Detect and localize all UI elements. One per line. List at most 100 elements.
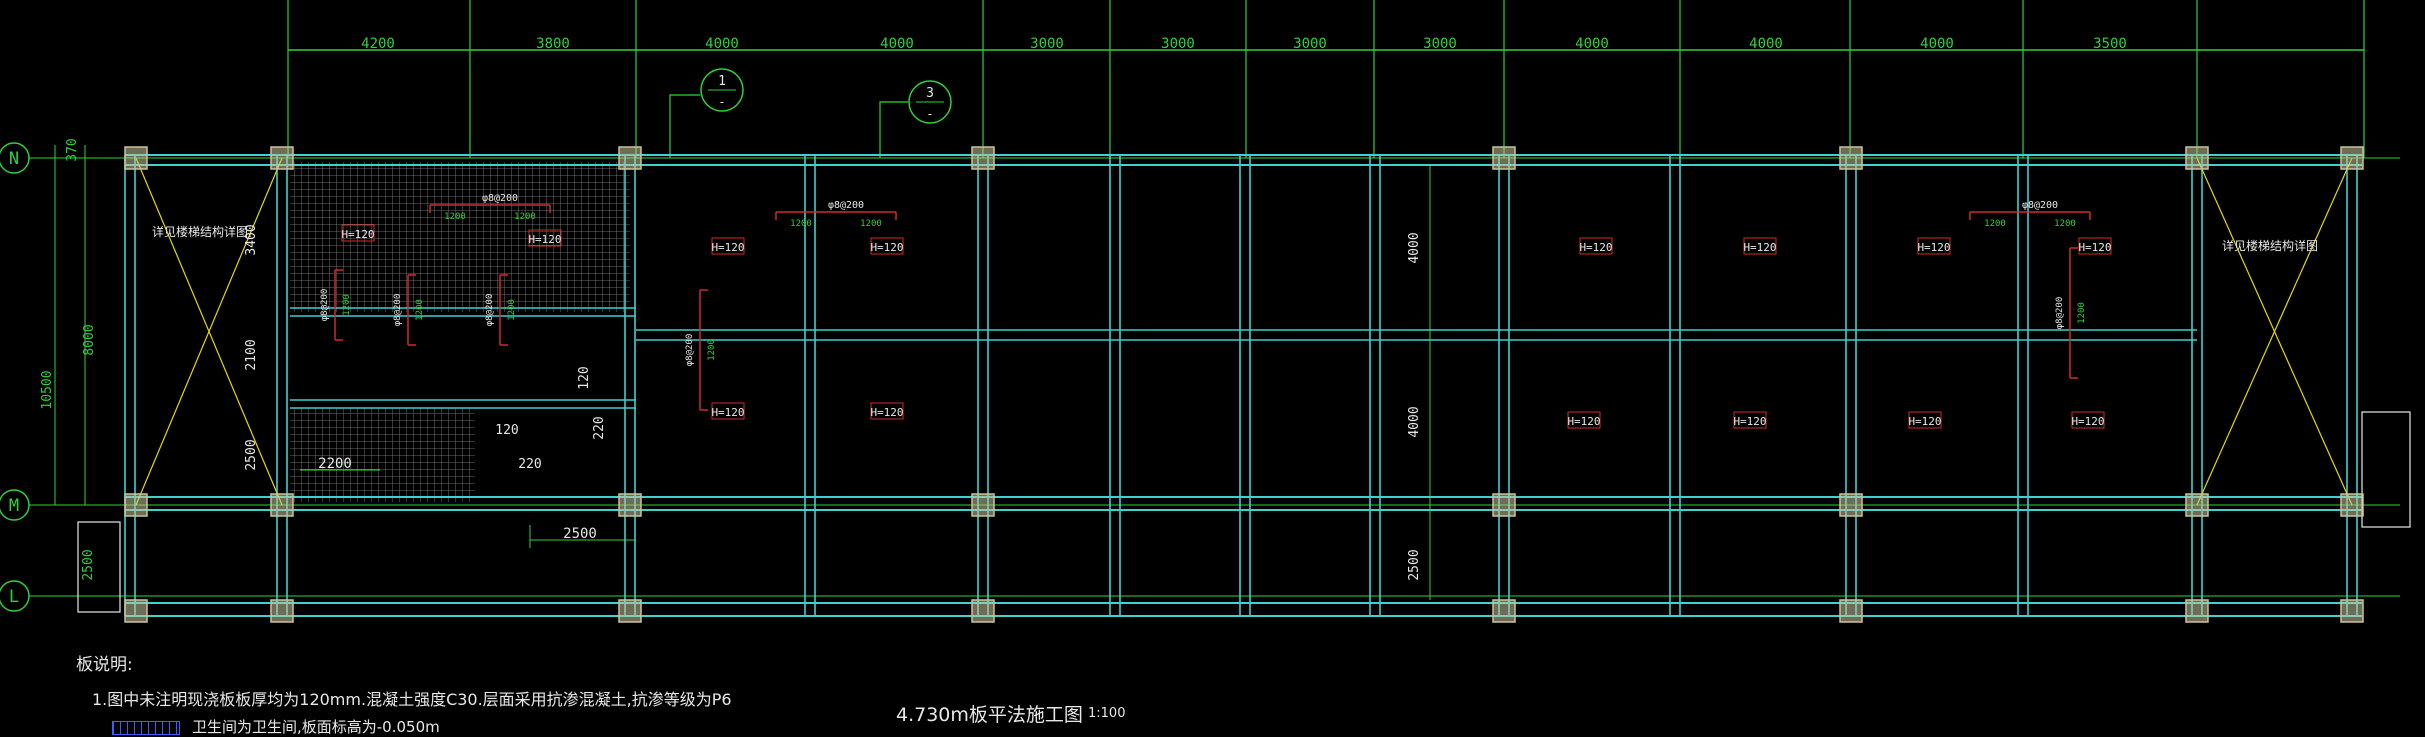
dim-top-4200: 4200 <box>361 36 395 52</box>
callout-number-3: 3 <box>926 86 934 101</box>
columns <box>124 146 2364 623</box>
rebar-vertical-length: 1200 <box>415 299 425 321</box>
column <box>124 146 148 170</box>
dim-stair-120: 120 <box>577 366 592 389</box>
notes-line-1: 1.图中未注明现浇板板厚均为120mm.混凝土强度C30.层面采用抗渗混凝土,抗… <box>92 690 732 709</box>
rebar-vertical-text: φ8@200 <box>393 294 403 327</box>
axis-bubble <box>0 489 30 521</box>
column <box>618 493 642 517</box>
column <box>1839 146 1863 170</box>
column <box>971 493 995 517</box>
dim-stair-120b: 120 <box>495 423 518 438</box>
notes-line-2-text: 卫生间为卫生间,板面标高为-0.050m <box>192 718 440 736</box>
callout-number-1: 1 <box>718 74 726 89</box>
rebar-vertical-text: φ8@200 <box>485 294 495 327</box>
axis-label-M: M <box>9 496 19 516</box>
slab-label-box <box>1579 237 1613 255</box>
slab-label-h120: H=120 <box>341 228 374 241</box>
slab-label-box <box>1567 411 1601 429</box>
rebar-vertical-length: 1200 <box>507 299 517 321</box>
column <box>2340 146 2364 170</box>
axis-label-L: L <box>9 587 19 607</box>
rebar-length: 1200 <box>1984 219 2006 229</box>
rebar-vertical-text: φ8@200 <box>320 289 330 322</box>
rebar-vertical-length: 1200 <box>342 294 352 316</box>
axis-label-N: N <box>9 149 19 169</box>
dim-inner-2500: 2500 <box>244 439 259 470</box>
drawing-title: 4.730m板平法施工图 <box>896 704 1083 726</box>
callout-sub: - <box>718 95 725 109</box>
slab-label-box <box>711 237 745 255</box>
slab-label-h120: H=120 <box>711 241 744 254</box>
column <box>2185 599 2209 623</box>
dim-stair-220b: 220 <box>518 457 541 472</box>
dim-top-4000: 4000 <box>705 36 739 52</box>
slab-label-box <box>1917 237 1951 255</box>
stair-cross-lines <box>135 157 2353 506</box>
column <box>2340 493 2364 517</box>
rebar-text: φ8@200 <box>828 200 864 211</box>
dim-top-3000: 3000 <box>1423 36 1457 52</box>
column <box>1492 599 1516 623</box>
dim-right-2500: 2500 <box>1407 549 1422 580</box>
left-outline <box>77 521 121 613</box>
right-outline <box>2361 411 2411 528</box>
rebar-length: 1200 <box>860 219 882 229</box>
beam-grid <box>77 154 2411 617</box>
slab-label-h120: H=120 <box>2078 241 2111 254</box>
rebar-vertical-length: 1200 <box>2077 302 2087 324</box>
dim-top-3800: 3800 <box>536 36 570 52</box>
column <box>971 146 995 170</box>
column <box>1492 146 1516 170</box>
dim-right-4000b: 4000 <box>1407 406 1422 437</box>
notes-line-2: 卫生间为卫生间,板面标高为-0.050m <box>112 716 440 737</box>
hatched-area <box>290 162 630 312</box>
slab-label-h120: H=120 <box>1917 241 1950 254</box>
slab-label-box <box>1733 411 1767 429</box>
rebar-length: 1200 <box>444 212 466 222</box>
rebar-text: φ8@200 <box>2022 200 2058 211</box>
slab-label-h120: H=120 <box>528 233 561 246</box>
column <box>124 599 148 623</box>
callout-sub: - <box>926 107 933 121</box>
rebar-length: 1200 <box>514 212 536 222</box>
rebar-text: φ8@200 <box>482 193 518 204</box>
slab-label-box <box>2071 411 2105 429</box>
column <box>1839 493 1863 517</box>
callout-leader <box>669 94 700 158</box>
cross-line <box>135 157 283 506</box>
dim-top-3000: 3000 <box>1030 36 1064 52</box>
slab-label-h120: H=120 <box>870 406 903 419</box>
hatched-slab-area <box>290 162 630 502</box>
column <box>1839 599 1863 623</box>
column <box>618 146 642 170</box>
column <box>2340 599 2364 623</box>
rebar-length: 1200 <box>2054 219 2076 229</box>
column <box>971 599 995 623</box>
dim-inner-3400: 3400 <box>244 224 259 255</box>
dim-left-8000: 8000 <box>82 324 97 355</box>
dim-inner-2100: 2100 <box>244 339 259 370</box>
slab-label-h120: H=120 <box>1743 241 1776 254</box>
slab-label-box <box>870 237 904 255</box>
rebar-vertical-text: φ8@200 <box>685 334 695 367</box>
axis-bubble <box>0 580 30 612</box>
dim-left-2500: 2500 <box>81 549 96 580</box>
column <box>2185 146 2209 170</box>
slab-label-box <box>1743 237 1777 255</box>
rebar-marks <box>334 204 2091 411</box>
slab-label-box <box>1908 411 1942 429</box>
column <box>124 493 148 517</box>
column <box>270 599 294 623</box>
column <box>270 493 294 517</box>
dim-stair-2200: 2200 <box>318 456 352 472</box>
dim-stair-220: 220 <box>592 416 607 439</box>
slab-label-box <box>341 224 375 242</box>
slab-label-h120: H=120 <box>711 406 744 419</box>
hatched-area <box>290 408 475 502</box>
dim-top-3500: 3500 <box>2093 36 2127 52</box>
slab-label-h120: H=120 <box>870 241 903 254</box>
dim-left-370: 370 <box>65 138 80 161</box>
